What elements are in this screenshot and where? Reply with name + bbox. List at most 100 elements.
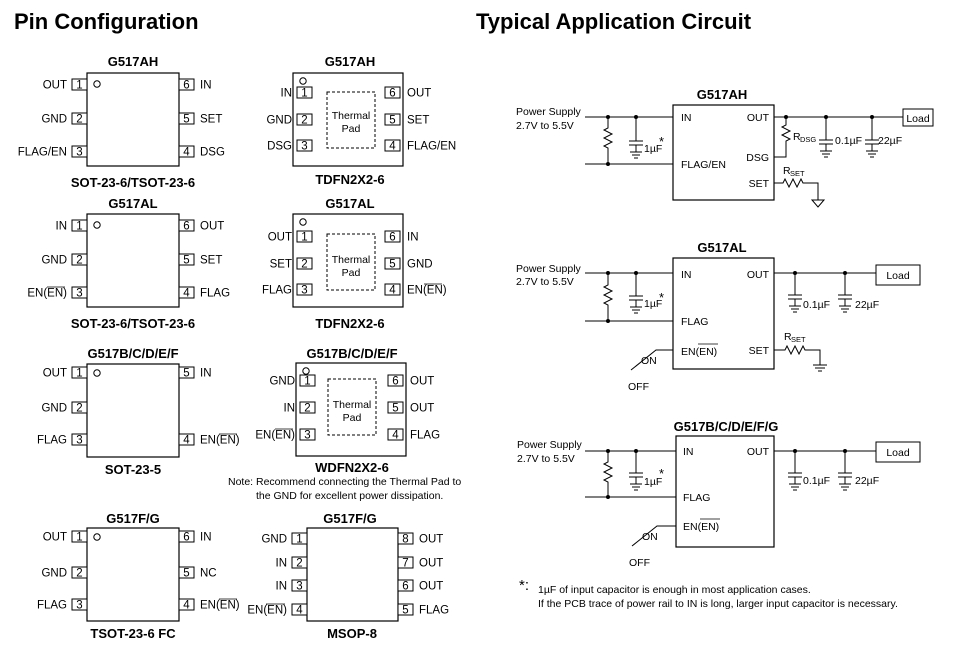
svg-text:3: 3	[301, 285, 307, 297]
svg-text:EN(EN): EN(EN)	[255, 430, 295, 442]
svg-text:OFF: OFF	[629, 557, 650, 569]
svg-text:OUT: OUT	[410, 376, 434, 388]
svg-text:2: 2	[296, 558, 302, 570]
pin-configuration-heading: Pin Configuration	[14, 9, 199, 34]
chip-body	[86, 363, 180, 458]
package-title: G517B/C/D/E/F	[306, 346, 397, 361]
svg-text:SET: SET	[200, 255, 222, 267]
svg-text:IN: IN	[284, 403, 296, 415]
svg-text:EN(EN): EN(EN)	[27, 288, 67, 300]
svg-text:3: 3	[304, 430, 310, 442]
svg-text:6: 6	[183, 221, 189, 233]
supply-range: 2.7V to 5.5V	[517, 453, 575, 465]
output-capacitor-large	[838, 451, 852, 491]
set-resistor	[774, 177, 826, 208]
svg-text:3: 3	[296, 581, 302, 593]
svg-text:4: 4	[389, 285, 396, 297]
svg-text:GND: GND	[269, 376, 295, 388]
svg-text:IN: IN	[276, 581, 288, 593]
svg-text:3: 3	[76, 600, 82, 612]
svg-text:*: *	[659, 466, 664, 481]
svg-text:SET: SET	[270, 259, 292, 271]
svg-text:6: 6	[389, 232, 395, 244]
svg-text:SET: SET	[749, 345, 770, 357]
package-name: TSOT-23-6 FC	[90, 626, 176, 641]
svg-text:IN: IN	[683, 446, 694, 458]
svg-text:4: 4	[392, 430, 399, 442]
package-g517b-wdfn2x2-6: G517B/C/D/E/F Thermal Pad 1 GND 2 IN 3 E…	[255, 346, 440, 475]
svg-text:1: 1	[304, 376, 310, 388]
footnote-line: 1µF of input capacitor is enough in most…	[538, 584, 811, 596]
package-title: G517AH	[325, 54, 376, 69]
svg-text:1: 1	[301, 88, 307, 100]
svg-text:OUT: OUT	[268, 232, 292, 244]
svg-text:2: 2	[76, 255, 82, 267]
svg-text:FLAG: FLAG	[681, 316, 708, 328]
pin1-marker	[299, 218, 307, 226]
regulator-ic	[672, 257, 775, 370]
discharge-resistor	[774, 117, 792, 158]
output-capacitor-small	[819, 117, 833, 158]
circuit-g517al: Power Supply 2.7V to 5.5V G517AL IN FLAG…	[516, 240, 921, 393]
package-name: TDFN2X2-6	[315, 316, 384, 331]
svg-text:Load: Load	[906, 113, 930, 125]
package-name: SOT-23-6/TSOT-23-6	[71, 175, 195, 190]
chip-body	[86, 72, 180, 167]
input-capacitor	[629, 273, 643, 314]
svg-text:2: 2	[76, 403, 82, 415]
svg-text:Thermal: Thermal	[333, 399, 372, 411]
svg-text:Pad: Pad	[342, 267, 361, 279]
chip-body	[86, 213, 180, 308]
svg-text:2: 2	[301, 115, 307, 127]
svg-text:OFF: OFF	[628, 381, 649, 393]
svg-text:DSG: DSG	[267, 141, 292, 153]
svg-text:7: 7	[402, 558, 408, 570]
load-box	[875, 441, 921, 463]
svg-text:GND: GND	[261, 534, 287, 546]
pullup-resistor	[602, 117, 614, 164]
svg-text:1: 1	[76, 368, 82, 380]
svg-text:6: 6	[392, 376, 398, 388]
thermal-pad-note: the GND for excellent power dissipation.	[256, 490, 443, 502]
svg-text:R: R	[783, 165, 791, 177]
svg-text:OUT: OUT	[747, 269, 770, 281]
package-name: MSOP-8	[327, 626, 377, 641]
svg-text:1µF: 1µF	[644, 298, 662, 310]
svg-text:EN(EN): EN(EN)	[200, 600, 240, 612]
circuit-g517ah: Power Supply 2.7V to 5.5V G517AH IN FLAG…	[516, 87, 934, 208]
pin1-marker	[93, 369, 101, 377]
svg-text:FLAG: FLAG	[37, 435, 67, 447]
circuit-g517b-g: Power Supply 2.7V to 5.5V G517B/C/D/E/F/…	[517, 419, 921, 569]
package-title: G517B/C/D/E/F	[87, 346, 178, 361]
pin-label: SET	[200, 114, 222, 126]
input-capacitor	[629, 117, 643, 159]
thermal-pad-note: Note: Recommend connecting the Thermal P…	[228, 476, 461, 488]
svg-text:ON: ON	[642, 531, 658, 543]
svg-text:Load: Load	[886, 270, 910, 282]
svg-text:6: 6	[183, 80, 189, 92]
package-g517al-tdfn2x2-6: G517AL Thermal Pad 1 OUT 2 SET 3 FLAG 6 …	[262, 196, 447, 331]
svg-text:*: *	[659, 134, 664, 149]
svg-text:FLAG: FLAG	[410, 430, 440, 442]
thermal-pad	[326, 91, 376, 149]
set-resistor	[774, 344, 827, 372]
svg-text:1: 1	[301, 232, 307, 244]
svg-text:IN: IN	[200, 368, 212, 380]
svg-text:Thermal: Thermal	[332, 254, 371, 266]
svg-text:NC: NC	[200, 568, 217, 580]
svg-text:OUT: OUT	[747, 446, 770, 458]
pin1-marker	[302, 367, 310, 375]
pin-label: OUT	[43, 80, 67, 92]
svg-text:1µF: 1µF	[644, 143, 662, 155]
pin1-marker	[93, 221, 101, 229]
svg-text:22µF: 22µF	[878, 135, 902, 147]
load-box	[902, 108, 934, 127]
svg-text:4: 4	[389, 141, 396, 153]
supply-range: 2.7V to 5.5V	[516, 120, 574, 132]
enable-switch	[630, 349, 673, 371]
svg-text:2: 2	[76, 568, 82, 580]
svg-text:*: *	[659, 290, 664, 305]
svg-text:4: 4	[183, 600, 190, 612]
package-name: SOT-23-6/TSOT-23-6	[71, 316, 195, 331]
svg-text:0.1µF: 0.1µF	[803, 475, 830, 487]
